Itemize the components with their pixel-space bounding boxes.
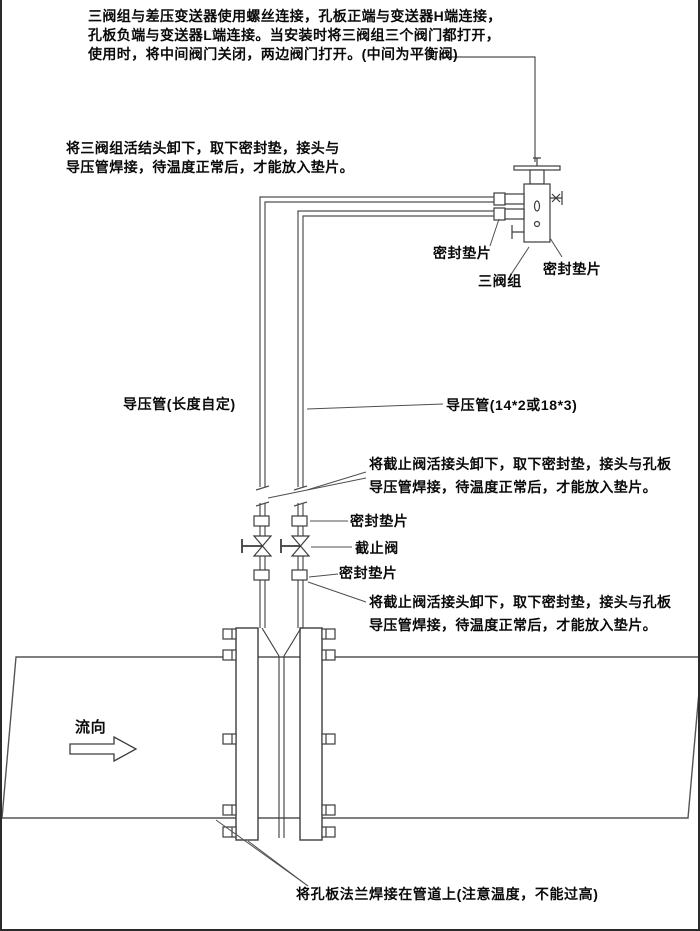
impulse-tube-left: [259, 196, 494, 628]
manifold-union-ports: [493, 192, 525, 221]
process-pipe: [2, 656, 698, 819]
shutoff-valve-label: 截止阀: [355, 540, 399, 556]
flange-bolts: [222, 628, 336, 838]
flow-arrow: [69, 735, 138, 763]
lower-valve-instruction-note: 将截止阀活接头卸下，取下密封垫，接头与孔板 导压管焊接，待温度正常后，才能放入垫…: [369, 594, 672, 633]
flow-direction-label: 流向: [75, 719, 107, 736]
gasket-label-top-left: 密封垫片: [433, 245, 492, 261]
top-note-connector-line: [439, 56, 536, 162]
manifold-instruction-note: 将三阀组活结头卸下，取下密封垫，接头与 导压管焊接，待温度正常后，才能放入垫片。: [66, 140, 354, 175]
bottom-weld-note: 将孔板法兰焊接在管道上(注意温度，不能过高): [296, 886, 599, 902]
orifice-flange-assembly: [235, 627, 323, 841]
upper-valve-instruction-note: 将截止阀活接头卸下，取下密封垫，接头与孔板 导压管焊接，待温度正常后，才能放入垫…: [369, 456, 672, 495]
gasket-label-top-right: 密封垫片: [543, 261, 602, 277]
tube-break-marks: [255, 485, 308, 507]
gasket-label-below-valve: 密封垫片: [339, 565, 398, 581]
impulse-pipe-left-label: 导压管(长度自定): [123, 396, 236, 412]
impulse-pipe-right-label: 导压管(14*2或18*3): [446, 397, 578, 413]
three-valve-manifold: [493, 157, 563, 243]
leader-lines: [215, 218, 563, 887]
shutoff-valve-left: [241, 535, 273, 557]
gasket-label-above-valve: 密封垫片: [350, 513, 409, 529]
three-valve-manifold-label: 三阀组: [478, 273, 522, 289]
impulse-tube-right: [297, 210, 494, 628]
shutoff-valve-right: [280, 535, 311, 557]
gasket-fittings-upper: [253, 515, 308, 527]
gasket-fittings-lower: [253, 569, 308, 581]
top-instruction-note: 三阀组与差压变送器使用螺丝连接，孔板正端与变送器H端连接， 孔板负端与变送器L端…: [88, 8, 502, 62]
